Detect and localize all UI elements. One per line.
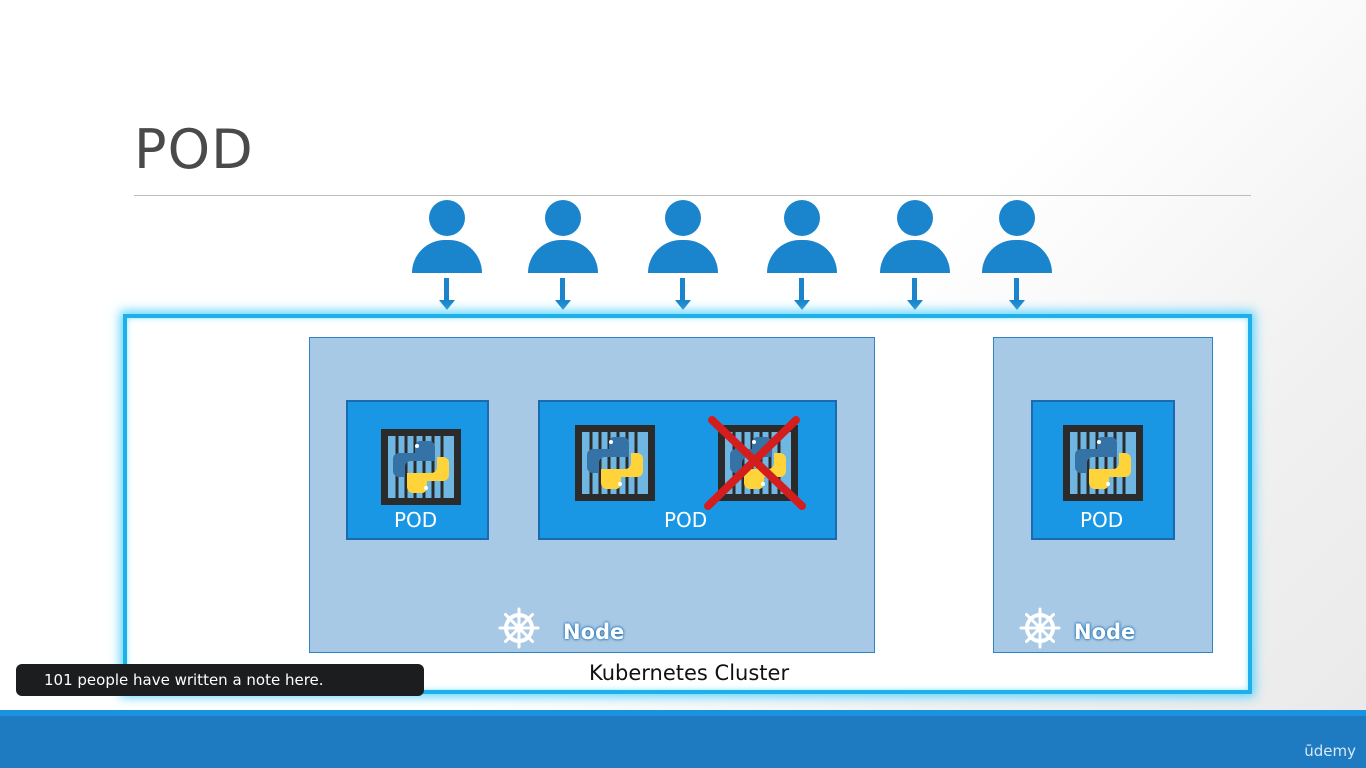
slide-title: POD — [134, 118, 254, 181]
user-icon — [412, 200, 482, 312]
kubernetes-wheel-icon — [1019, 607, 1061, 649]
title-divider — [134, 195, 1251, 196]
pod-label: POD — [664, 508, 708, 532]
cross-icon — [704, 416, 806, 510]
node-label: Node — [563, 620, 625, 644]
cluster-label: Kubernetes Cluster — [589, 661, 790, 685]
python-container-icon — [575, 425, 655, 501]
pod-label: POD — [394, 508, 438, 532]
node-label: Node — [1074, 620, 1136, 644]
udemy-logo: ūdemy — [1304, 742, 1356, 760]
user-icon — [982, 200, 1052, 312]
user-icon — [528, 200, 598, 312]
user-icon — [880, 200, 950, 312]
notes-tooltip[interactable]: 101 people have written a note here. — [16, 664, 424, 696]
python-container-icon — [381, 429, 461, 505]
user-icon — [767, 200, 837, 312]
video-player-bar — [0, 710, 1366, 768]
kubernetes-wheel-icon — [498, 607, 540, 649]
python-container-icon — [1063, 425, 1143, 501]
pod-label: POD — [1080, 508, 1124, 532]
user-icon — [648, 200, 718, 312]
